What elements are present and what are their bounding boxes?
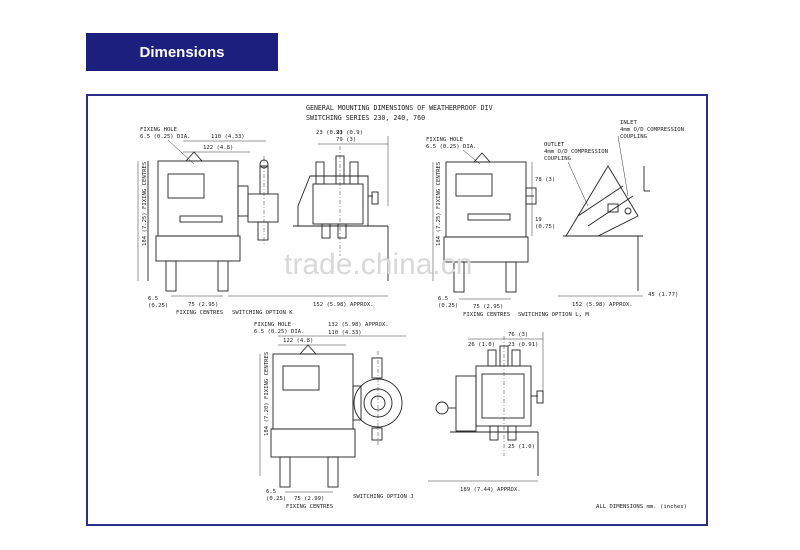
dim-79-label: 79 (3) <box>336 137 356 143</box>
technical-drawing: GENERAL MOUNTING DIMENSIONS OF WEATHERPR… <box>137 104 687 510</box>
view-option-j-front: FIXING HOLE 6.5 (0.25) DIA. 132 (5.98) A… <box>254 322 414 510</box>
drawing-title-line2: SWITCHING SERIES 230, 240, 760 <box>306 114 425 122</box>
dim-152-label: 152 (5.98) APPROX. <box>313 302 374 308</box>
dim-75-label: 75 (2.95) <box>188 302 218 308</box>
view-option-j-side: 76 (3) 26 (1.0) 23 (0.91) 25 (1.0) 189 (… <box>428 332 544 493</box>
dim-189-label: 189 (7.44) APPROX. <box>460 487 521 493</box>
view-option-lm-front: FIXING HOLE 6.5 (0.25) DIA. 184 (7.25) F… <box>426 137 589 318</box>
dimensions-header-tab: Dimensions <box>86 33 278 71</box>
outlet-coupling-label: COUPLING <box>544 156 572 162</box>
fixing-hole-label-2: FIXING HOLE <box>426 137 464 143</box>
dim-75-299-label: 75 (2.99) <box>294 496 324 502</box>
fixing-hole-label: FIXING HOLE <box>140 127 178 133</box>
all-dimensions-note: ALL DIMENSIONS mm. (inches) <box>596 504 687 510</box>
dimensions-title: Dimensions <box>139 43 225 61</box>
dim-23-091-label: 23 (0.91) <box>508 342 538 348</box>
dim-25-label: 25 (1.0) <box>508 444 535 450</box>
outlet-spec-label: 4mm O/D COMPRESSION <box>544 149 608 155</box>
dim-75-label-2: 75 (2.95) <box>473 304 503 310</box>
watermark: trade.china.cn <box>284 248 472 281</box>
dim-122-label-2: 122 (4.8) <box>283 338 313 344</box>
fixing-hole-dia-label-3: 6.5 (0.25) DIA. <box>254 329 305 335</box>
dim-122-label: 122 (4.8) <box>203 145 233 151</box>
dim-152-b-label: 152 (5.98) APPROX. <box>572 302 633 308</box>
dim-0-25-label-3: (0.25) <box>266 496 286 502</box>
inlet-spec-label: 4mm O/D COMPRESSION <box>620 127 684 133</box>
dim-110-label: 110 (4.33) <box>211 134 245 140</box>
fixing-hole-label-3: FIXING HOLE <box>254 322 292 328</box>
dim-26-label: 26 (1.0) <box>468 342 495 348</box>
inlet-coupling-label: COUPLING <box>620 134 648 140</box>
view-option-lm-side: INLET 4mm O/D COMPRESSION COUPLING OUTLE… <box>544 120 684 308</box>
fixing-hole-dia-label: 6.5 (0.25) DIA. <box>140 134 191 140</box>
dim-6-5-label-3: 6.5 <box>266 489 276 495</box>
fixing-centres-label: FIXING CENTRES <box>176 310 223 316</box>
dim-45-label: 45 (1.77) <box>648 292 678 298</box>
view-option-k-side: 23 (0.9) 23 (0.9) 79 (3) 152 (5.98) APPR… <box>228 130 389 316</box>
dim-0-25-label-2: (0.25) <box>438 303 458 309</box>
view-option-k-front: FIXING HOLE 6.5 (0.25) DIA. 110 (4.33) 1… <box>137 127 279 316</box>
dim-132-label: 132 (5.98) APPROX. <box>328 322 389 328</box>
dim-184-right-label: 184 (7.25) FIXING CENTRES <box>436 162 442 246</box>
dim-0-25-label: (0.25) <box>148 303 168 309</box>
fixing-centres-label-3: FIXING CENTRES <box>286 504 333 510</box>
fixing-hole-dia-label-2: 6.5 (0.25) DIA. <box>426 144 477 150</box>
fixing-centres-label-2: FIXING CENTRES <box>463 312 510 318</box>
drawing-frame: GENERAL MOUNTING DIMENSIONS OF WEATHERPR… <box>86 94 708 526</box>
dim-6-5-label-2: 6.5 <box>438 296 448 302</box>
dim-0-75-label: (0.75) <box>535 224 555 230</box>
dim-110-label-2: 110 (4.33) <box>328 330 362 336</box>
switching-lm-label: SWITCHING OPTION L, M <box>518 312 589 318</box>
switching-j-label: SWITCHING OPTION J <box>353 494 414 500</box>
dim-19-label: 19 <box>535 217 542 223</box>
drawing-title-line1: GENERAL MOUNTING DIMENSIONS OF WEATHERPR… <box>306 104 493 112</box>
dim-76-label: 76 (3) <box>508 332 528 338</box>
switching-k-label: SWITCHING OPTION K <box>232 310 293 316</box>
outlet-label: OUTLET <box>544 142 565 148</box>
dim-6-5-label: 6.5 <box>148 296 158 302</box>
dim-23b-label: 23 (0.9) <box>336 130 363 136</box>
dim-78-label: 78 (3) <box>535 177 555 183</box>
dim-184-bottom-label: 184 (7.20) FIXING CENTRES <box>264 352 270 436</box>
dim-23-label: 23 (0.9) <box>316 130 343 136</box>
dim-184-left-label: 184 (7.25) FIXING CENTRES <box>142 162 148 246</box>
inlet-label: INLET <box>620 120 637 126</box>
